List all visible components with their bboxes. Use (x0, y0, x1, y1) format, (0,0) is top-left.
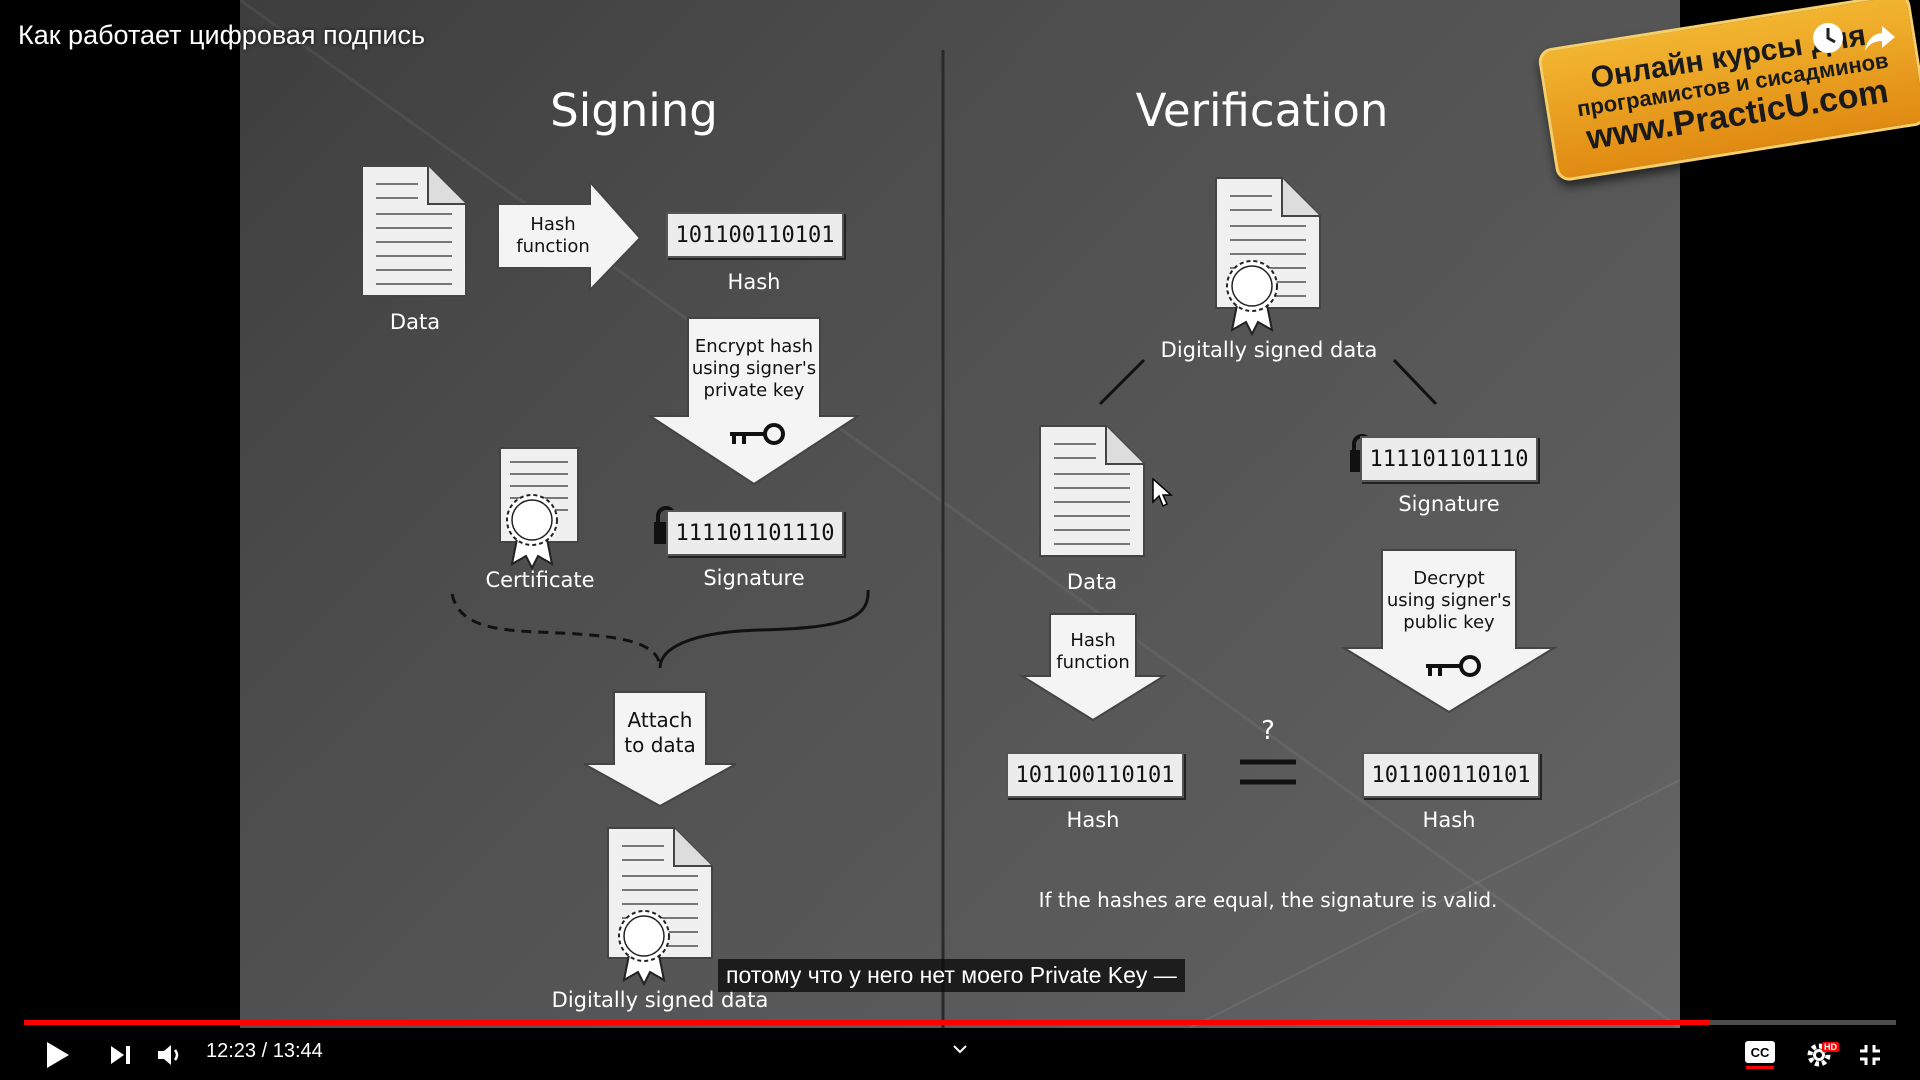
volume-icon[interactable] (152, 1030, 188, 1080)
verification-hash-label-left: Hash (1066, 808, 1120, 832)
encrypt-arrow (646, 317, 862, 486)
verification-hash-arrow (1018, 613, 1168, 722)
hash-label: Hash (727, 270, 781, 294)
mouse-cursor-icon (1152, 478, 1173, 508)
chevron-down-icon[interactable] (948, 1030, 972, 1068)
progress-bar[interactable] (24, 1020, 1896, 1025)
signed-data-label: Digitally signed data (551, 988, 769, 1012)
verification-hash-label-right: Hash (1422, 808, 1476, 832)
certificate-icon (499, 447, 579, 569)
brace-dashed (450, 593, 662, 669)
clock-icon[interactable] (1810, 20, 1846, 56)
verification-hash-value-right: 101100110101 (1362, 752, 1540, 798)
hash-function-label: Hash function (516, 214, 590, 257)
signature-label: Signature (703, 566, 805, 590)
diagram-graphics (240, 0, 1680, 1028)
verification-signed-document-icon (1215, 177, 1321, 335)
play-icon[interactable] (40, 1030, 76, 1080)
verification-hash-function-label: Hash function (1056, 630, 1130, 673)
certificate-label: Certificate (485, 568, 595, 592)
signing-heading: Signing (550, 84, 718, 137)
brace-solid (658, 589, 870, 669)
time-display: 12:23 / 13:44 (206, 1040, 323, 1062)
gear-icon[interactable]: HD (1800, 1030, 1839, 1080)
verification-hash-value-left: 101100110101 (1006, 752, 1184, 798)
hd-badge: HD (1822, 1042, 1839, 1052)
verification-signed-data-label: Digitally signed data (1160, 338, 1378, 362)
cc-label: CC (1745, 1041, 1775, 1063)
decrypt-label: Decrypt using signer's public key (1386, 568, 1512, 633)
captions-button[interactable]: CC (1742, 1030, 1778, 1080)
verification-data-document-icon (1039, 425, 1145, 557)
progress-played (24, 1020, 1709, 1025)
verification-signature-label: Signature (1398, 492, 1500, 516)
subtitle-caption: потому что у него нет моего Private Key … (718, 959, 1185, 992)
share-icon[interactable] (1862, 20, 1898, 56)
data-document-icon (361, 165, 467, 297)
verification-heading: Verification (1135, 84, 1389, 137)
encrypt-label: Encrypt hash using signer's private key (691, 336, 817, 401)
verification-signature-value: 111101101110 (1360, 436, 1538, 482)
hash-function-arrow (497, 179, 642, 293)
signature-value: 111101101110 (666, 510, 844, 556)
verification-conclusion: If the hashes are equal, the signature i… (1038, 888, 1498, 912)
exit-fullscreen-icon[interactable] (1852, 1030, 1888, 1080)
attach-arrow (583, 691, 737, 808)
attach-label: Attach to data (624, 708, 696, 757)
slide-content: Signing Data Hash function 101100110101 … (240, 0, 1680, 1028)
signed-data-document-icon (607, 827, 713, 985)
verification-data-label: Data (1066, 570, 1118, 594)
hash-value: 101100110101 (666, 212, 844, 258)
video-title: Как работает цифровая подпись (18, 20, 426, 50)
next-icon[interactable] (102, 1030, 138, 1080)
data-label: Data (389, 310, 441, 334)
equality-question: ? (1261, 716, 1275, 746)
decrypt-arrow (1340, 549, 1558, 714)
